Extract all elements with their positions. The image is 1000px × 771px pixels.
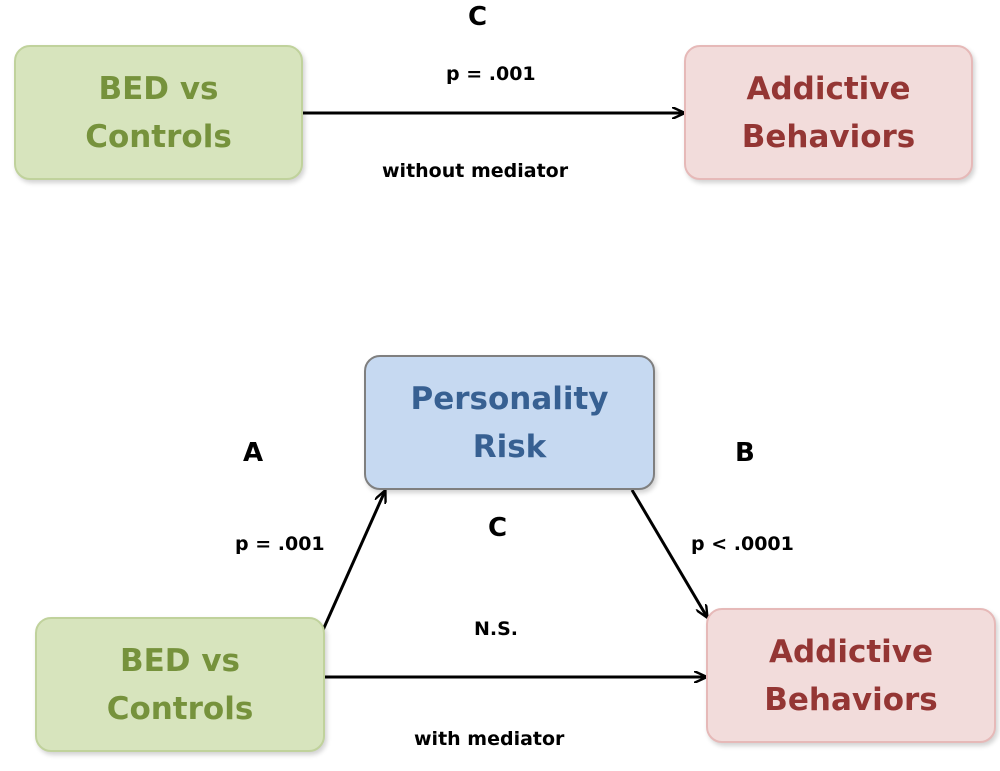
bottom-path-c-label: C xyxy=(488,513,508,543)
path-a-p-value: p = .001 xyxy=(235,533,325,555)
top-target-box: Addictive Behaviors xyxy=(684,45,973,180)
mediator-box: Personality Risk xyxy=(364,355,655,490)
bottom-source-line1: BED vs xyxy=(120,642,240,679)
bottom-target-line2: Behaviors xyxy=(764,681,938,718)
top-p-value: p = .001 xyxy=(446,63,536,85)
top-path-c-label: C xyxy=(468,2,488,32)
arrow-path-a xyxy=(321,491,385,631)
mediator-line2: Risk xyxy=(472,428,547,465)
bottom-target-box: Addictive Behaviors xyxy=(706,608,996,743)
arrow-path-b xyxy=(630,489,707,617)
bottom-source-line2: Controls xyxy=(106,690,254,727)
top-caption: without mediator xyxy=(382,160,569,182)
bottom-caption: with mediator xyxy=(414,728,565,750)
top-target-line2: Behaviors xyxy=(741,118,916,155)
mediator-line1: Personality xyxy=(410,380,609,417)
path-c-result: N.S. xyxy=(474,618,519,640)
top-source-box: BED vs Controls xyxy=(14,45,303,180)
bottom-target-line1: Addictive xyxy=(768,633,934,670)
bottom-source-box: BED vs Controls xyxy=(35,617,325,752)
path-b-p-value: p < .0001 xyxy=(691,533,794,555)
path-b-label: B xyxy=(735,438,755,468)
top-source-line1: BED vs xyxy=(98,70,219,107)
path-a-label: A xyxy=(243,438,264,468)
top-target-line1: Addictive xyxy=(746,70,911,107)
top-source-line2: Controls xyxy=(85,118,232,155)
